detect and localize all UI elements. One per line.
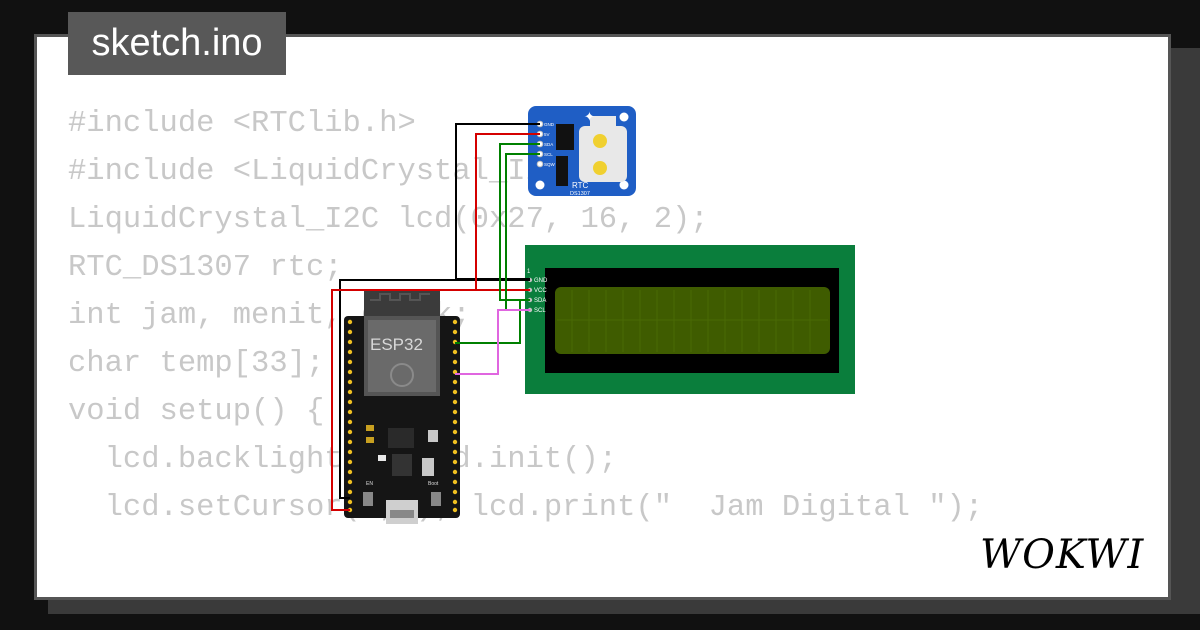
lcd-pin-label: GND bbox=[534, 278, 548, 284]
en-button[interactable] bbox=[363, 492, 373, 506]
boot-button-label: Boot bbox=[428, 481, 439, 487]
wires bbox=[331, 123, 540, 511]
code-line: LiquidCrystal_I2C lcd(0x27, 16, 2); bbox=[68, 203, 709, 237]
wokwi-logo: WOKWI bbox=[980, 532, 1144, 576]
wire-misc bbox=[455, 309, 530, 375]
star-logo-icon: ✦ bbox=[584, 110, 595, 125]
rtc-pin-label: SCL bbox=[544, 152, 553, 157]
wire-sda bbox=[455, 299, 530, 344]
esp32-board[interactable]: ESP32 EN Boot bbox=[344, 290, 460, 524]
code-line: void setup() { bbox=[68, 395, 325, 429]
rtc-pin-label: GND bbox=[544, 122, 555, 127]
wire-gnd bbox=[339, 279, 530, 499]
rtc-module[interactable]: ✦ RTC DS1307 GND 5V SDA SCL SQW bbox=[528, 106, 636, 197]
rtc-pin-label: 5V bbox=[544, 132, 550, 137]
lcd-module[interactable]: 1 GND VCC SDA SCL bbox=[525, 245, 855, 394]
rtc-pin-label: SQW bbox=[544, 162, 556, 167]
code-line: RTC_DS1307 rtc; bbox=[68, 251, 343, 285]
wire-vcc bbox=[331, 289, 530, 511]
en-button-label: EN bbox=[366, 481, 373, 487]
esp32-label: ESP32 bbox=[370, 335, 423, 354]
lcd-pin-label: SCL bbox=[534, 308, 546, 314]
wokwi-logo-text: WOKWI bbox=[980, 532, 1144, 576]
lcd-pin-number: 1 bbox=[527, 269, 531, 275]
rtc-pin-label: SDA bbox=[544, 142, 553, 147]
boot-button[interactable] bbox=[431, 492, 441, 506]
lcd-pin-label: SDA bbox=[534, 298, 546, 304]
rtc-label: RTC bbox=[572, 181, 589, 190]
code-line: #include <RTClib.h> bbox=[68, 107, 416, 141]
espressif-logo-icon bbox=[390, 363, 414, 387]
wire-sda bbox=[499, 143, 540, 301]
file-tab[interactable]: sketch.ino bbox=[68, 12, 286, 75]
lcd-pin-label: VCC bbox=[534, 288, 547, 294]
code-line: char temp[33]; bbox=[68, 347, 325, 381]
rtc-chip-label: DS1307 bbox=[570, 191, 590, 197]
